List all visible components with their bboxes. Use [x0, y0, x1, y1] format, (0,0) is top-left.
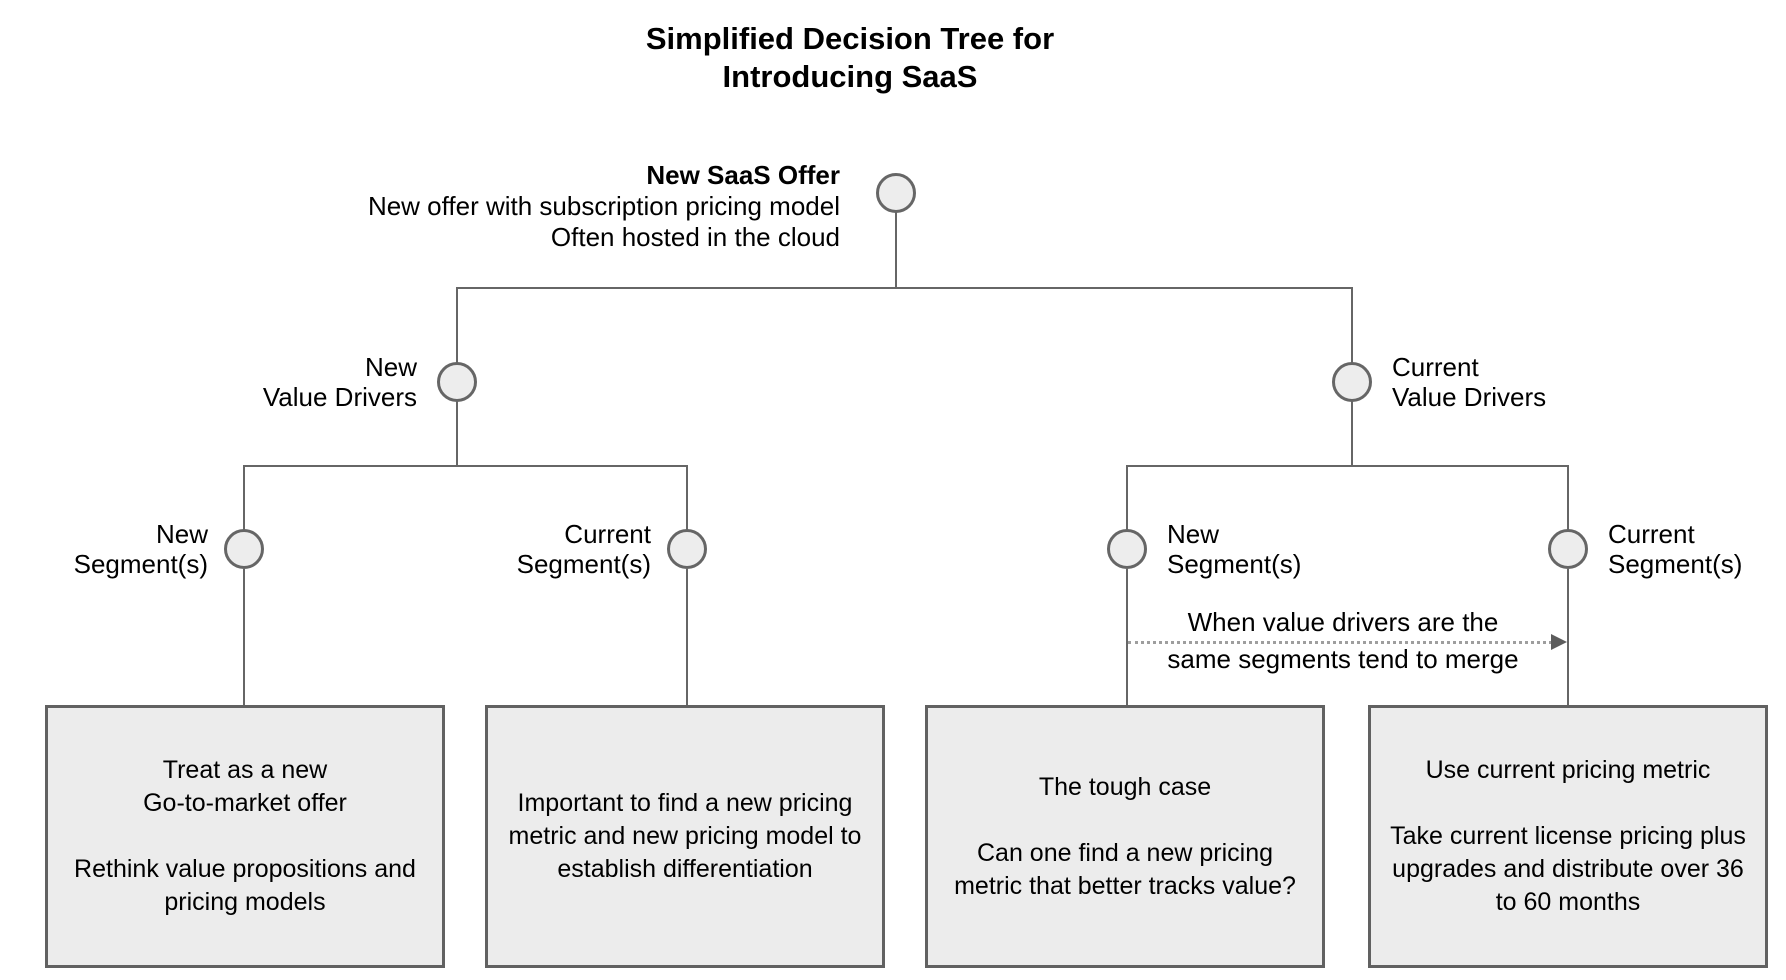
diagram-title: Simplified Decision Tree for Introducing… — [645, 21, 1055, 94]
node-circle-current-segments-right — [1548, 529, 1588, 569]
node-circle-new-value-drivers — [437, 362, 477, 402]
connector-box2-down — [686, 569, 688, 706]
connector-left-subtree-down — [456, 400, 458, 466]
node-label-current-segments-left: Current Segment(s) — [516, 519, 651, 579]
node-label-new-segments-right: New Segment(s) — [1167, 519, 1302, 579]
merge-dotted-arrow — [1128, 641, 1552, 644]
node-circle-new-segments-left — [224, 529, 264, 569]
connector-left-child1-down — [243, 465, 245, 531]
merge-annotation: When value drivers are the same segments… — [1167, 607, 1519, 674]
connector-right-branch-down — [1351, 287, 1353, 364]
node-label-current-segments-right: Current Segment(s) — [1608, 519, 1743, 579]
connector-box3-down — [1126, 569, 1128, 706]
merge-arrowhead-icon — [1551, 634, 1567, 650]
connector-left-branch-down — [456, 287, 458, 364]
outcome-box-current-pricing-metric: Use current pricing metric Take current … — [1368, 705, 1768, 968]
root-node-title: New SaaS Offer — [646, 160, 840, 190]
connector-level1-horizontal — [456, 287, 1353, 289]
node-label-new-segments-left: New Segment(s) — [73, 519, 208, 579]
connector-right-child2-down — [1567, 465, 1569, 531]
node-label-current-value-drivers: Current Value Drivers — [1392, 352, 1547, 412]
root-node-label: New SaaS Offer New offer with subscripti… — [368, 160, 840, 253]
connector-box1-down — [243, 569, 245, 706]
connector-root-down — [895, 211, 897, 288]
outcome-box-tough-case: The tough case Can one find a new pricin… — [925, 705, 1325, 968]
root-node-subtitle: New offer with subscription pricing mode… — [367, 191, 840, 252]
connector-box4-down — [1567, 569, 1569, 706]
connector-right-child1-down — [1126, 465, 1128, 531]
connector-right-subtree-horizontal — [1126, 465, 1569, 467]
node-circle-current-value-drivers — [1332, 362, 1372, 402]
root-node-circle — [876, 173, 916, 213]
node-circle-new-segments-right — [1107, 529, 1147, 569]
outcome-box-new-gtm-offer: Treat as a new Go-to-market offer Rethin… — [45, 705, 445, 968]
connector-right-subtree-down — [1351, 400, 1353, 466]
connector-left-child2-down — [686, 465, 688, 531]
outcome-box-new-pricing-metric: Important to find a new pricing metric a… — [485, 705, 885, 968]
node-circle-current-segments-left — [667, 529, 707, 569]
node-label-new-value-drivers: New Value Drivers — [262, 352, 417, 412]
connector-left-subtree-horizontal — [243, 465, 688, 467]
